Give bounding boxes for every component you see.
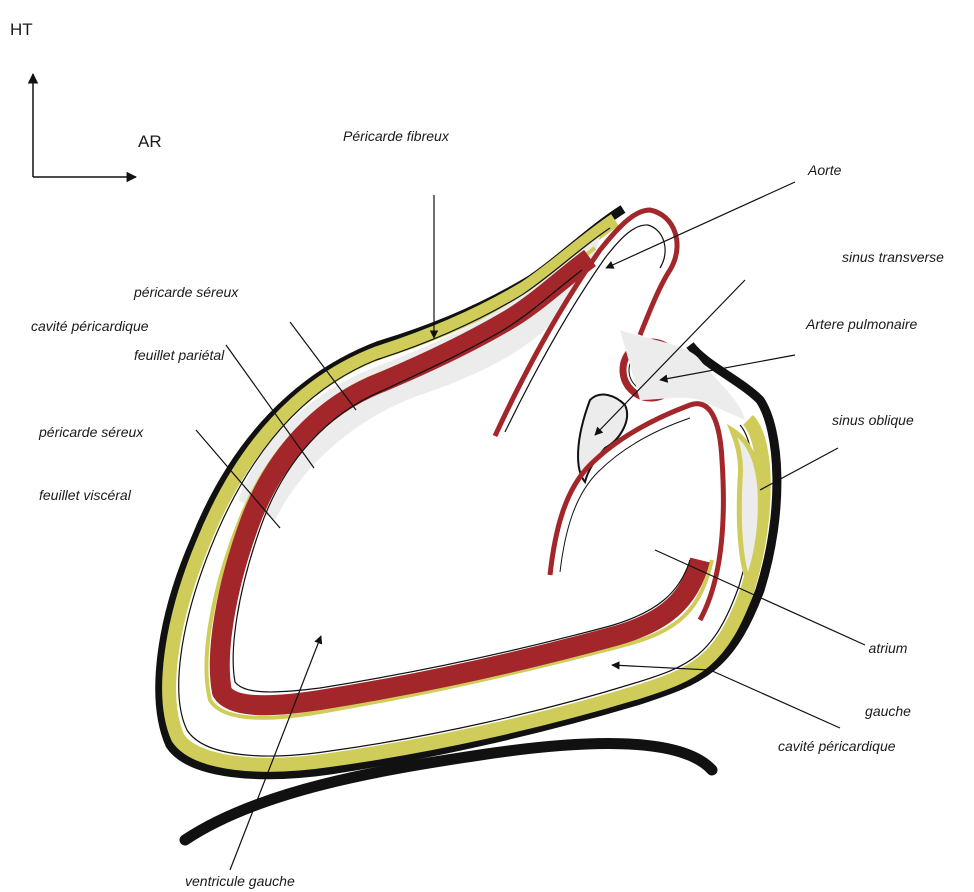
label-atrium-line1: atrium [858,638,918,659]
label-pericarde-fibreux: Péricarde fibreux [343,126,449,147]
label-cavite-pericardique-right: cavité péricardique [778,736,896,757]
label-atrium-gauche: atrium gauche [858,596,918,743]
label-parietal-line2: feuillet pariétal [134,345,238,366]
label-visceral-line2: feuillet viscéral [39,485,143,506]
label-ht: HT [10,20,33,40]
label-artere-pulmonaire: Artere pulmonaire [806,314,917,335]
label-visceral-line1: péricarde séreux [39,422,143,443]
label-gauche-line2: gauche [858,701,918,722]
label-aorte: Aorte [808,160,841,181]
label-parietal-line1: péricarde séreux [134,282,238,303]
orientation-axes [33,74,136,177]
label-ventricule-gauche: ventricule gauche [185,871,295,892]
label-cavite-pericardique-left: cavité péricardique [31,316,149,337]
label-pericarde-sereux-visceral: péricarde séreux feuillet viscéral [39,380,143,527]
label-sinus-oblique: sinus oblique [832,410,914,431]
label-ar: AR [138,132,162,152]
label-sinus-transverse: sinus transverse [842,247,944,268]
label-pericarde-sereux-parietal: péricarde séreux feuillet pariétal [134,240,238,387]
